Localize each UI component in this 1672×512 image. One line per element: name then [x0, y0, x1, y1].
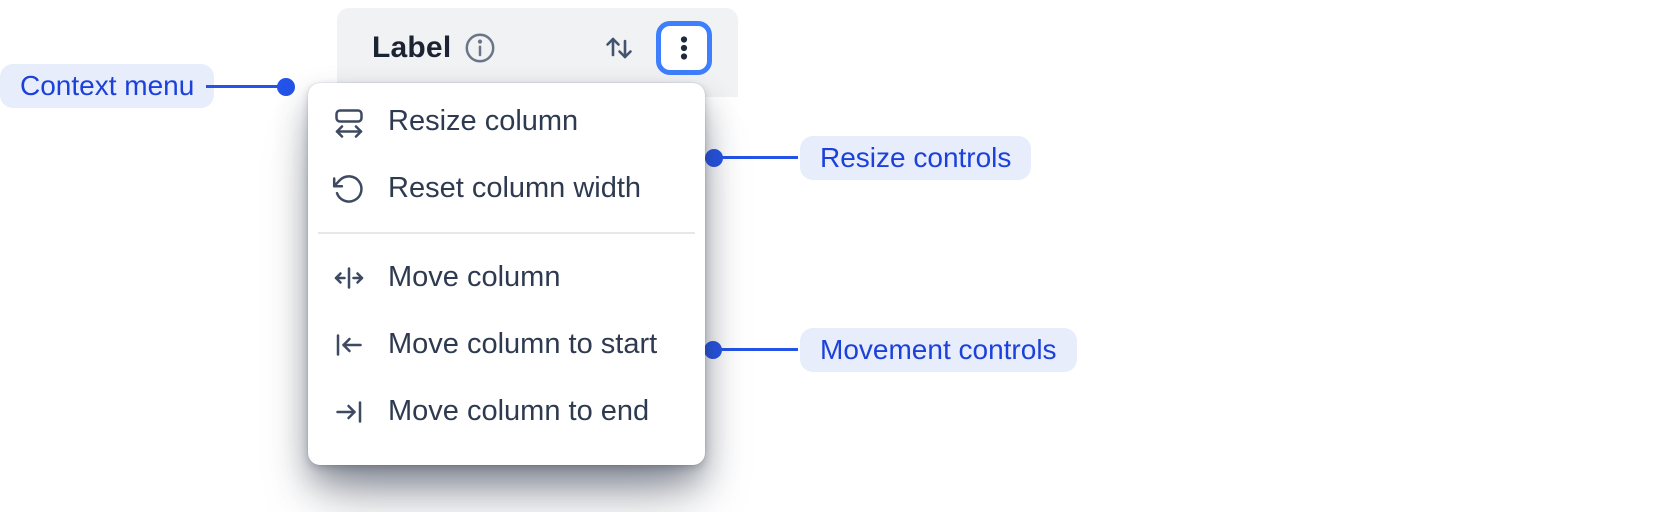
move-column-to-end-icon: [332, 395, 366, 429]
annotation-resize-controls-line: [722, 156, 798, 159]
menu-item-resize-column[interactable]: Resize column: [308, 88, 705, 155]
move-column-icon: [332, 261, 366, 295]
more-vertical-icon: [667, 31, 701, 65]
menu-item-label: Move column: [388, 261, 561, 293]
menu-item-label: Resize column: [388, 105, 579, 137]
menu-item-label: Move column to start: [388, 328, 658, 360]
menu-item-label: Reset column width: [388, 172, 642, 204]
info-icon[interactable]: [463, 31, 497, 65]
menu-item-move-column-to-start[interactable]: Move column to start: [308, 311, 705, 378]
move-column-to-start-icon: [332, 328, 366, 362]
annotation-resize-controls-dot: [705, 149, 723, 167]
annotation-movement-controls: Movement controls: [800, 328, 1077, 372]
annotation-movement-controls-line: [721, 348, 798, 351]
more-options-button[interactable]: [656, 20, 712, 75]
resize-column-icon: [332, 105, 366, 139]
annotation-resize-controls: Resize controls: [800, 136, 1032, 180]
menu-item-reset-column-width[interactable]: Reset column width: [308, 155, 705, 222]
annotation-context-menu-line: [206, 85, 278, 88]
annotation-context-menu-dot: [277, 78, 295, 96]
reset-column-width-icon: [332, 172, 366, 206]
sort-icon[interactable]: [602, 31, 636, 65]
menu-divider: [318, 232, 695, 234]
context-menu: Resize column Reset column width Move co…: [308, 83, 705, 465]
annotation-context-menu: Context menu: [0, 64, 215, 108]
column-header-label: Label: [372, 30, 452, 64]
menu-item-move-column-to-end[interactable]: Move column to end: [308, 378, 705, 445]
menu-item-label: Move column to end: [388, 395, 650, 427]
menu-item-move-column[interactable]: Move column: [308, 244, 705, 311]
annotation-movement-controls-dot: [704, 341, 722, 359]
column-header: Label: [337, 8, 738, 97]
